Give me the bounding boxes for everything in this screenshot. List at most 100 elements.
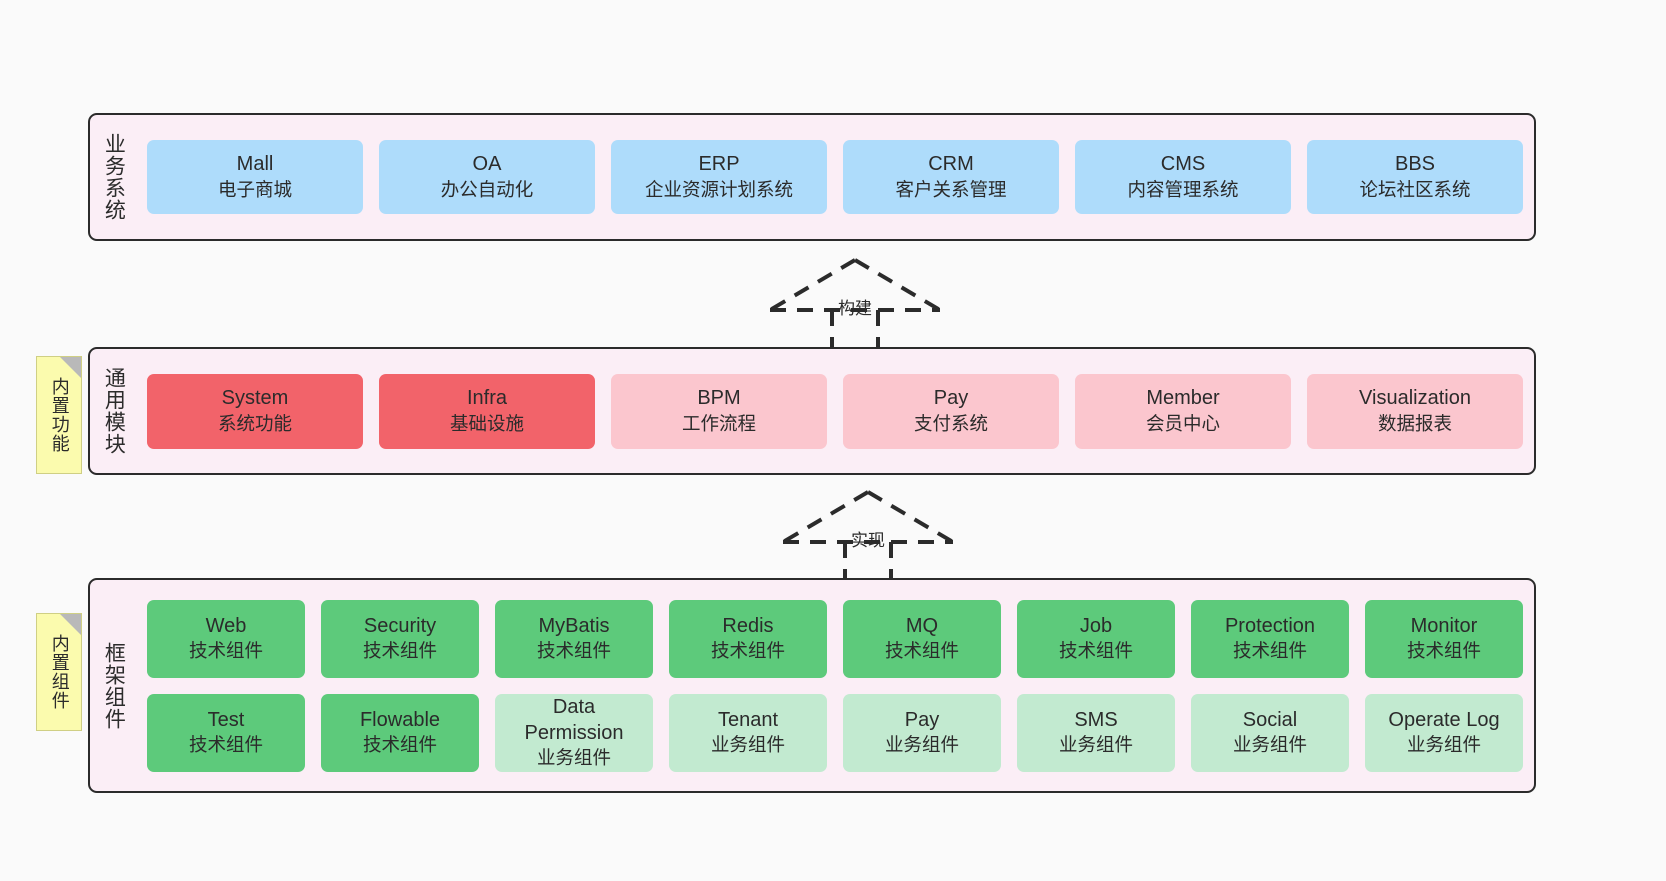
card-row: Mall 电子商城 OA 办公自动化 ERP 企业资源计划系统 CRM 客户关系… [147,140,1523,214]
layer-business-systems: 业务系统 Mall 电子商城 OA 办公自动化 ERP 企业资源计划系统 CRM… [88,113,1536,241]
card-title: Tenant [717,708,779,731]
card-cms[interactable]: CMS 内容管理系统 [1075,140,1291,214]
card-row: Test 技术组件 Flowable 技术组件 Data Permission … [147,693,1523,772]
card-subtitle: 业务组件 [536,747,611,769]
note-builtin-components[interactable]: 内置组件 [36,613,82,731]
card-pay-component[interactable]: Pay 业务组件 [843,693,1001,772]
card-oa[interactable]: OA 办公自动化 [379,140,595,214]
card-monitor[interactable]: Monitor 技术组件 [1365,599,1523,678]
card-title: MyBatis [538,614,610,637]
card-system[interactable]: System 系统功能 [147,373,363,449]
card-subtitle: 基础设施 [449,412,524,434]
layer-body-business-systems: Mall 电子商城 OA 办公自动化 ERP 企业资源计划系统 CRM 客户关系… [136,115,1534,239]
card-test[interactable]: Test 技术组件 [147,693,305,772]
card-subtitle: 技术组件 [1058,640,1133,662]
card-protection[interactable]: Protection 技术组件 [1191,599,1349,678]
card-operate-log[interactable]: Operate Log 业务组件 [1365,693,1523,772]
card-subtitle: 业务组件 [710,734,785,756]
card-bbs[interactable]: BBS 论坛社区系统 [1307,140,1523,214]
card-title: Infra [466,387,508,410]
card-title: Pay [933,387,969,410]
card-subtitle: 内容管理系统 [1127,178,1239,200]
card-title: Data Permission [524,696,624,744]
card-title: SMS [1074,708,1118,731]
card-row: System 系统功能 Infra 基础设施 BPM 工作流程 Pay 支付系统… [147,373,1523,449]
card-subtitle: 技术组件 [188,734,263,756]
card-subtitle: 客户关系管理 [895,178,1007,200]
card-title: Mall [236,153,274,176]
card-redis[interactable]: Redis 技术组件 [669,599,827,678]
card-title: Job [1079,614,1113,637]
layer-body-common-modules: System 系统功能 Infra 基础设施 BPM 工作流程 Pay 支付系统… [136,349,1534,473]
card-title: BPM [697,387,741,410]
card-data-permission[interactable]: Data Permission 业务组件 [495,693,653,772]
connector-implement: 实现 [773,490,963,585]
card-subtitle: 技术组件 [1406,640,1481,662]
card-mq[interactable]: MQ 技术组件 [843,599,1001,678]
card-title: CMS [1160,153,1206,176]
card-title: Social [1242,708,1298,731]
card-title: Test [207,708,245,731]
card-tenant[interactable]: Tenant 业务组件 [669,693,827,772]
folded-corner-icon [60,614,81,635]
card-job[interactable]: Job 技术组件 [1017,599,1175,678]
layer-common-modules: 通用模块 System 系统功能 Infra 基础设施 BPM 工作流程 Pay… [88,347,1536,475]
card-title: System [221,387,289,410]
card-row: Web 技术组件 Security 技术组件 MyBatis 技术组件 Redi… [147,599,1523,678]
card-subtitle: 业务组件 [884,734,959,756]
card-title: Visualization [1359,387,1471,410]
card-subtitle: 电子商城 [217,178,292,200]
card-title: BBS [1394,153,1436,176]
dashed-hollow-arrow-icon [781,490,955,585]
card-title: Flowable [359,708,441,731]
card-subtitle: 数据报表 [1377,412,1452,434]
card-subtitle: 论坛社区系统 [1359,178,1471,200]
folded-corner-icon [60,357,81,378]
note-label: 内置功能 [49,377,70,453]
note-label: 内置组件 [49,634,70,710]
connector-label-build: 构建 [838,299,872,318]
card-subtitle: 会员中心 [1145,412,1220,434]
card-subtitle: 技术组件 [884,640,959,662]
card-subtitle: 技术组件 [362,640,437,662]
card-infra[interactable]: Infra 基础设施 [379,373,595,449]
card-title: Security [363,614,437,637]
card-subtitle: 技术组件 [1232,640,1307,662]
connector-label-implement: 实现 [851,531,885,550]
note-builtin-functions[interactable]: 内置功能 [36,356,82,474]
card-subtitle: 技术组件 [362,734,437,756]
card-title: Redis [722,614,774,637]
card-social[interactable]: Social 业务组件 [1191,693,1349,772]
card-member[interactable]: Member 会员中心 [1075,373,1291,449]
card-title: ERP [698,153,740,176]
card-mall[interactable]: Mall 电子商城 [147,140,363,214]
card-pay-module[interactable]: Pay 支付系统 [843,373,1059,449]
card-subtitle: 业务组件 [1058,734,1133,756]
card-title: Operate Log [1388,708,1500,731]
card-title: Pay [904,708,940,731]
card-web[interactable]: Web 技术组件 [147,599,305,678]
card-sms[interactable]: SMS 业务组件 [1017,693,1175,772]
card-mybatis[interactable]: MyBatis 技术组件 [495,599,653,678]
layer-title-business-systems: 业务系统 [102,133,126,221]
card-erp[interactable]: ERP 企业资源计划系统 [611,140,827,214]
layer-body-framework-components: Web 技术组件 Security 技术组件 MyBatis 技术组件 Redi… [136,580,1534,791]
card-crm[interactable]: CRM 客户关系管理 [843,140,1059,214]
card-title: MQ [905,614,939,637]
card-visualization[interactable]: Visualization 数据报表 [1307,373,1523,449]
card-title: OA [472,153,502,176]
card-subtitle: 技术组件 [188,640,263,662]
card-security[interactable]: Security 技术组件 [321,599,479,678]
card-title: Monitor [1410,614,1478,637]
layer-framework-components: 框架组件 Web 技术组件 Security 技术组件 MyBatis 技术组件… [88,578,1536,793]
card-bpm[interactable]: BPM 工作流程 [611,373,827,449]
card-title: Member [1146,387,1220,410]
card-subtitle: 办公自动化 [440,178,534,200]
card-title: Protection [1224,614,1316,637]
layer-title-common-modules: 通用模块 [102,367,126,455]
card-subtitle: 技术组件 [536,640,611,662]
card-subtitle: 技术组件 [710,640,785,662]
card-flowable[interactable]: Flowable 技术组件 [321,693,479,772]
card-subtitle: 支付系统 [913,412,988,434]
card-subtitle: 业务组件 [1406,734,1481,756]
